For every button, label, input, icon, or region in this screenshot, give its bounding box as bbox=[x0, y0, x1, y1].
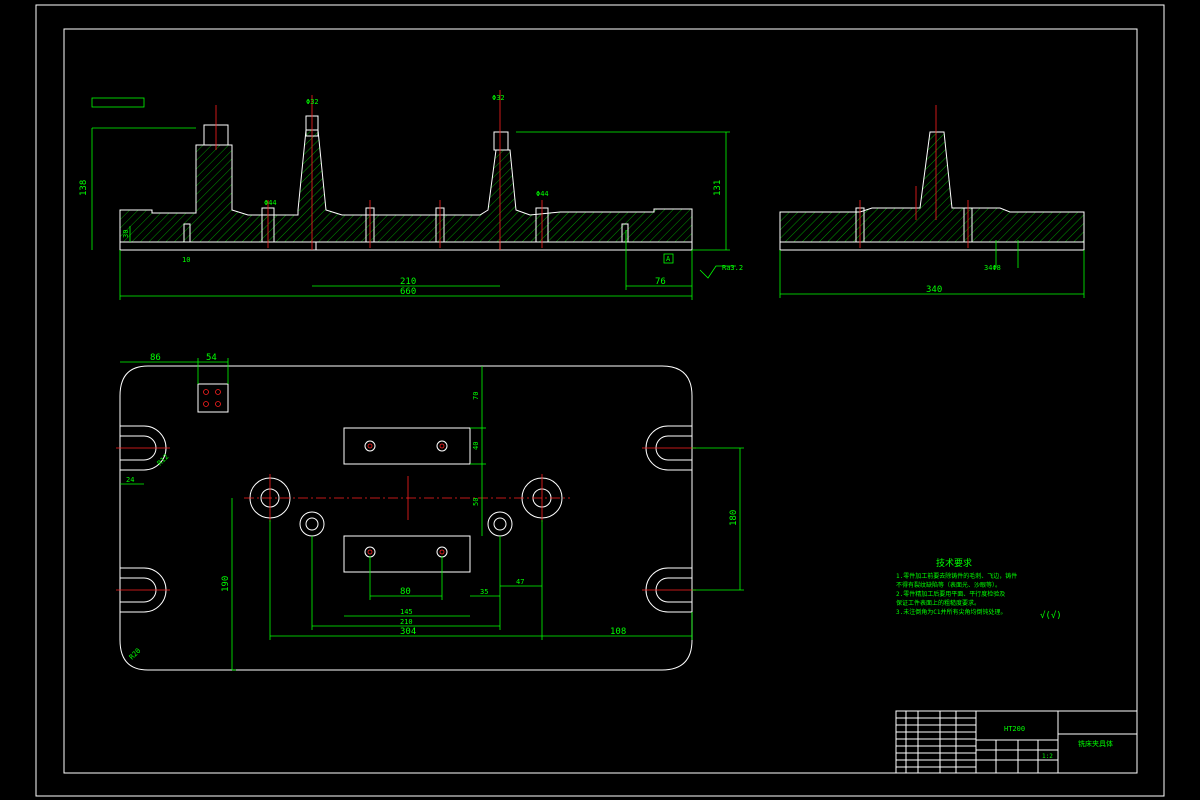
dim-front-bore1: Φ44 bbox=[264, 199, 277, 207]
dim-front-30: 30 bbox=[122, 230, 130, 238]
dim-plan-50: 50 bbox=[472, 498, 480, 506]
dim-plan-24: 24 bbox=[126, 476, 134, 484]
dim-front-bore4: Φ32 bbox=[492, 94, 505, 102]
dim-plan-180: 180 bbox=[729, 510, 739, 526]
dim-front-bore3: Φ32 bbox=[306, 98, 319, 106]
dim-front-76: 76 bbox=[655, 277, 666, 287]
dim-plan-70: 70 bbox=[472, 392, 480, 400]
bore-small-left bbox=[299, 511, 325, 537]
plan-view: 86 54 70 40 50 180 190 80 145 210 304 10… bbox=[116, 353, 744, 671]
tech-req-line-5: 3.未注倒角为C1并所有尖角均倒钝处理。 bbox=[896, 608, 1006, 616]
dim-front-138: 138 bbox=[79, 180, 89, 196]
dim-plan-r12: R12 bbox=[156, 453, 171, 468]
side-view: 340 34Φ8 bbox=[779, 105, 1085, 298]
front-dimensions bbox=[91, 97, 736, 300]
dim-front-131: 131 bbox=[713, 180, 723, 196]
roughness-symbol: √(√) bbox=[1040, 610, 1062, 621]
title-material: HT200 bbox=[1004, 725, 1025, 733]
plan-outline bbox=[119, 365, 693, 671]
dim-side-340: 340 bbox=[926, 285, 942, 295]
title-scale: 1:2 bbox=[1042, 753, 1053, 760]
title-drawing-name: 铣床夹具体 bbox=[1078, 739, 1113, 748]
dim-plan-80: 80 bbox=[400, 587, 411, 597]
outer-frame bbox=[35, 4, 1165, 797]
tech-req-line-2: 不得有裂纹缺陷等（表面光、沙眼等）。 bbox=[896, 581, 1001, 589]
dim-plan-40: 40 bbox=[472, 442, 480, 450]
dim-plan-r20: R20 bbox=[128, 647, 143, 662]
roughness-front: Ra3.2 bbox=[722, 264, 743, 272]
tech-req-title: 技术要求 bbox=[936, 557, 972, 569]
tech-req-line-1: 1.零件加工前要去除铸件的毛刺、飞边，铸件 bbox=[896, 572, 1017, 580]
dim-side-thread: 34Φ8 bbox=[984, 264, 1001, 272]
dim-front-10: 10 bbox=[182, 256, 190, 264]
technical-requirements: 技术要求 1.零件加工前要去除铸件的毛刺、飞边，铸件 不得有裂纹缺陷等（表面光、… bbox=[896, 557, 1062, 621]
tech-req-line-4: 保证工件表面上的粗糙度要求。 bbox=[896, 599, 980, 607]
bore-small-right bbox=[487, 511, 513, 537]
slot-bottom bbox=[343, 535, 471, 573]
front-base-recess bbox=[315, 242, 501, 250]
dim-plan-86: 86 bbox=[150, 353, 161, 363]
dim-plan-108: 108 bbox=[610, 627, 626, 637]
dim-plan-47: 47 bbox=[516, 578, 524, 586]
dim-plan-190: 190 bbox=[221, 576, 231, 592]
datum-a: A bbox=[666, 255, 671, 263]
inner-frame bbox=[63, 28, 1138, 774]
locating-block bbox=[197, 383, 229, 413]
dim-front-bore2: Φ44 bbox=[536, 190, 549, 198]
dim-plan-145: 145 bbox=[400, 608, 413, 616]
dim-plan-210: 210 bbox=[400, 618, 413, 626]
front-view: 210 660 76 138 131 30 10 Φ44 Φ44 Φ32 Φ32… bbox=[79, 90, 743, 300]
side-base-plate bbox=[779, 241, 1085, 251]
plan-dimensions bbox=[120, 358, 744, 671]
front-centerlines bbox=[215, 90, 543, 250]
dim-front-660: 660 bbox=[400, 287, 416, 297]
slot-top bbox=[343, 427, 471, 465]
side-section-body bbox=[779, 131, 1085, 243]
tech-req-line-3: 2.零件精加工后要用平面、平行度检验及 bbox=[896, 590, 1005, 598]
dim-plan-35: 35 bbox=[480, 588, 488, 596]
dim-plan-54: 54 bbox=[206, 353, 217, 363]
front-base-plate bbox=[119, 241, 693, 251]
title-block: HT200 铣床夹具体 1:2 bbox=[895, 710, 1138, 774]
dim-front-210: 210 bbox=[400, 277, 416, 287]
front-section-body bbox=[119, 129, 693, 243]
dim-plan-304: 304 bbox=[400, 627, 416, 637]
